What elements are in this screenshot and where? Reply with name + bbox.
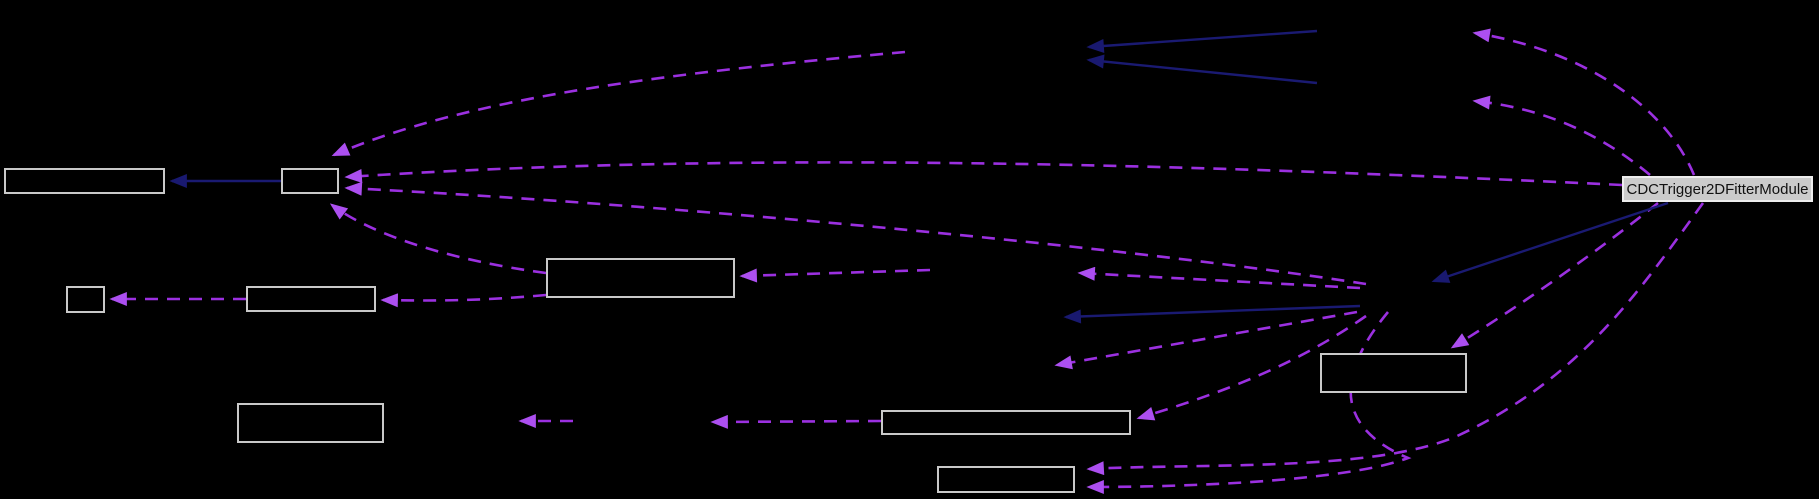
edge-box3-to-box2 [329,203,547,275]
graph-node-box5[interactable] [246,286,376,312]
edge-box7-to-hidden [710,414,882,429]
graph-node-box9[interactable] [1320,353,1467,393]
graph-node-box4[interactable] [66,286,105,313]
graph-node-label-current: CDCTrigger2DFitterModule [1626,180,1809,198]
graph-node-box3[interactable] [546,258,735,298]
graph-node-box1[interactable] [4,168,165,194]
edge-hidden-to-box2-arc [331,50,906,157]
edge-top-inherit-b [1086,54,1318,85]
edge-current-to-box9 [1450,201,1659,349]
edge-current-to-box8-a [1086,202,1705,476]
edge-current-to-box2 [344,161,1623,187]
edge-hub-to-hidden-up [1077,266,1361,290]
edge-hub-to-hidden-low [1054,310,1358,370]
graph-node-box6[interactable] [237,403,384,443]
edge-box3-to-box5 [380,293,547,308]
graph-node-box8[interactable] [937,466,1075,493]
graph-node-current[interactable]: CDCTrigger2DFitterModule [1622,176,1813,202]
edge-current-to-top-b [1472,95,1651,176]
edge-current-to-hub [1431,201,1669,283]
edge-hub-to-box8-b [1086,311,1412,494]
edge-top-inherit-a [1086,29,1318,53]
edge-hub-to-box7 [1136,314,1367,421]
graph-node-box2[interactable] [281,168,339,194]
edge-hub-to-hidden-mid [1063,304,1361,324]
edge-current-to-top-a [1472,28,1696,176]
edge-hidden-to-box3 [739,268,931,283]
graph-node-box7[interactable] [881,410,1131,435]
edge-hub-to-box2 [344,181,1367,286]
